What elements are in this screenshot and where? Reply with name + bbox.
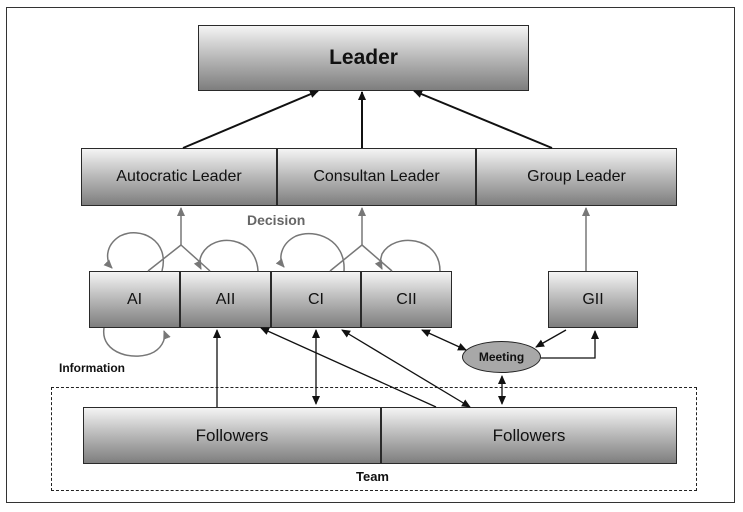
style-gii-box: GII (548, 271, 638, 328)
leader-box: Leader (198, 25, 529, 91)
style-ai-box: AI (89, 271, 180, 328)
meeting-ellipse: Meeting (462, 341, 541, 373)
style-ci-box: CI (271, 271, 361, 328)
decision-label: Decision (247, 212, 306, 228)
group-leader-box: Group Leader (476, 148, 677, 206)
followers-box-right: Followers (381, 407, 677, 464)
consultan-leader-box: Consultan Leader (277, 148, 476, 206)
team-label: Team (356, 469, 389, 484)
style-aii-box: AII (180, 271, 271, 328)
information-label: Information (59, 361, 125, 375)
followers-box-left: Followers (83, 407, 381, 464)
style-cii-box: CII (361, 271, 452, 328)
autocratic-leader-box: Autocratic Leader (81, 148, 277, 206)
